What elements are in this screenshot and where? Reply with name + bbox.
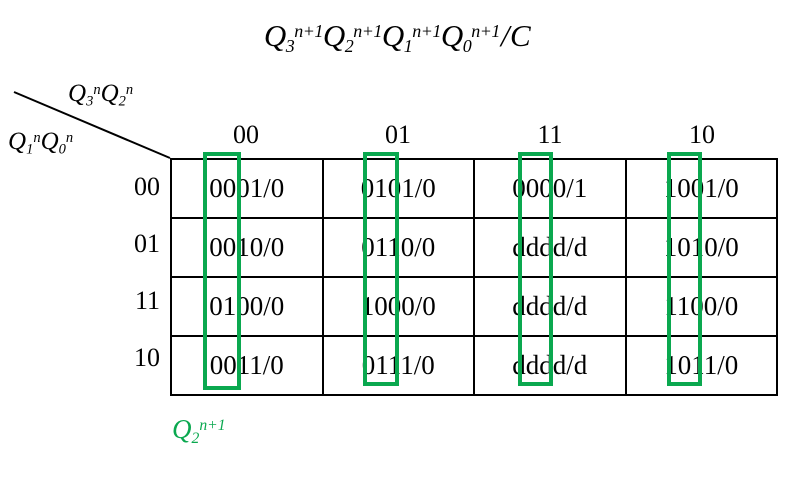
column-header-1: 01	[385, 120, 411, 149]
kmap-cell-r1c1: 0110/0	[321, 217, 475, 278]
page-title: Q3n+1Q2n+1Q1n+1Q0n+1/C	[0, 18, 794, 56]
title-term-q1: Q1n+1	[381, 18, 441, 56]
row-header-2: 11	[134, 285, 160, 315]
axis-columns-q3: Q3n	[68, 80, 101, 110]
kmap-cell-r0c0: 0001/0	[170, 158, 324, 219]
kmap-cell-r0c3: 1001/0	[624, 158, 778, 219]
row-header-3: 10	[134, 342, 160, 372]
kmap-cell-r1c3: 1010/0	[624, 217, 778, 278]
axis-label-rows: Q1nQ0n	[8, 128, 74, 158]
row-header-column: 00 01 11 10	[110, 158, 166, 386]
kmap-cell-r3c3: 1011/0	[624, 335, 778, 396]
kmap-cell-r3c0: 0011/0	[170, 335, 324, 396]
table-row: 0010/0 0110/0 dddd/d 1010/0	[170, 217, 778, 278]
legend-q2-next-state: Q2n+1	[172, 414, 226, 447]
kmap-cell-r0c1: 0101/0	[321, 158, 475, 219]
kmap-cell-r2c1: 1000/0	[321, 276, 475, 337]
column-header-2: 11	[537, 120, 563, 149]
axis-columns-q2: Q2n	[100, 80, 134, 110]
title-term-q3: Q3n+1	[263, 18, 323, 56]
kmap-cell-r3c1: 0111/0	[321, 335, 475, 396]
axis-label-columns: Q3nQ2n	[68, 80, 134, 110]
row-header-0: 00	[134, 171, 160, 201]
kmap-cell-r2c3: 1100/0	[624, 276, 778, 337]
kmap-cell-r0c2: 0000/1	[473, 158, 627, 219]
kmap-cell-r2c2: dddd/d	[473, 276, 627, 337]
axis-rows-q1: Q1n	[8, 128, 41, 158]
kmap-cell-r3c2: dddd/d	[473, 335, 627, 396]
column-header-3: 10	[689, 120, 715, 149]
table-row: 0001/0 0101/0 0000/1 1001/0	[170, 158, 778, 219]
column-header-row: 00 01 11 10	[170, 120, 778, 150]
legend-variable: Q2n+1	[172, 414, 226, 447]
title-output-c: C	[509, 18, 531, 53]
row-header-1: 01	[134, 228, 160, 258]
kmap-cell-r1c0: 0010/0	[170, 217, 324, 278]
kmap-table: 0001/0 0101/0 0000/1 1001/0 0010/0 0110/…	[170, 158, 778, 396]
kmap-cell-r1c2: dddd/d	[473, 217, 627, 278]
kmap-cell-r2c0: 0100/0	[170, 276, 324, 337]
table-row: 0100/0 1000/0 dddd/d 1100/0	[170, 276, 778, 337]
title-term-q0: Q0n+1	[440, 18, 500, 56]
title-term-q2: Q2n+1	[322, 18, 382, 56]
column-header-0: 00	[233, 120, 259, 149]
axis-rows-q0: Q0n	[40, 128, 74, 158]
title-divider: /	[500, 18, 510, 53]
table-row: 0011/0 0111/0 dddd/d 1011/0	[170, 335, 778, 396]
